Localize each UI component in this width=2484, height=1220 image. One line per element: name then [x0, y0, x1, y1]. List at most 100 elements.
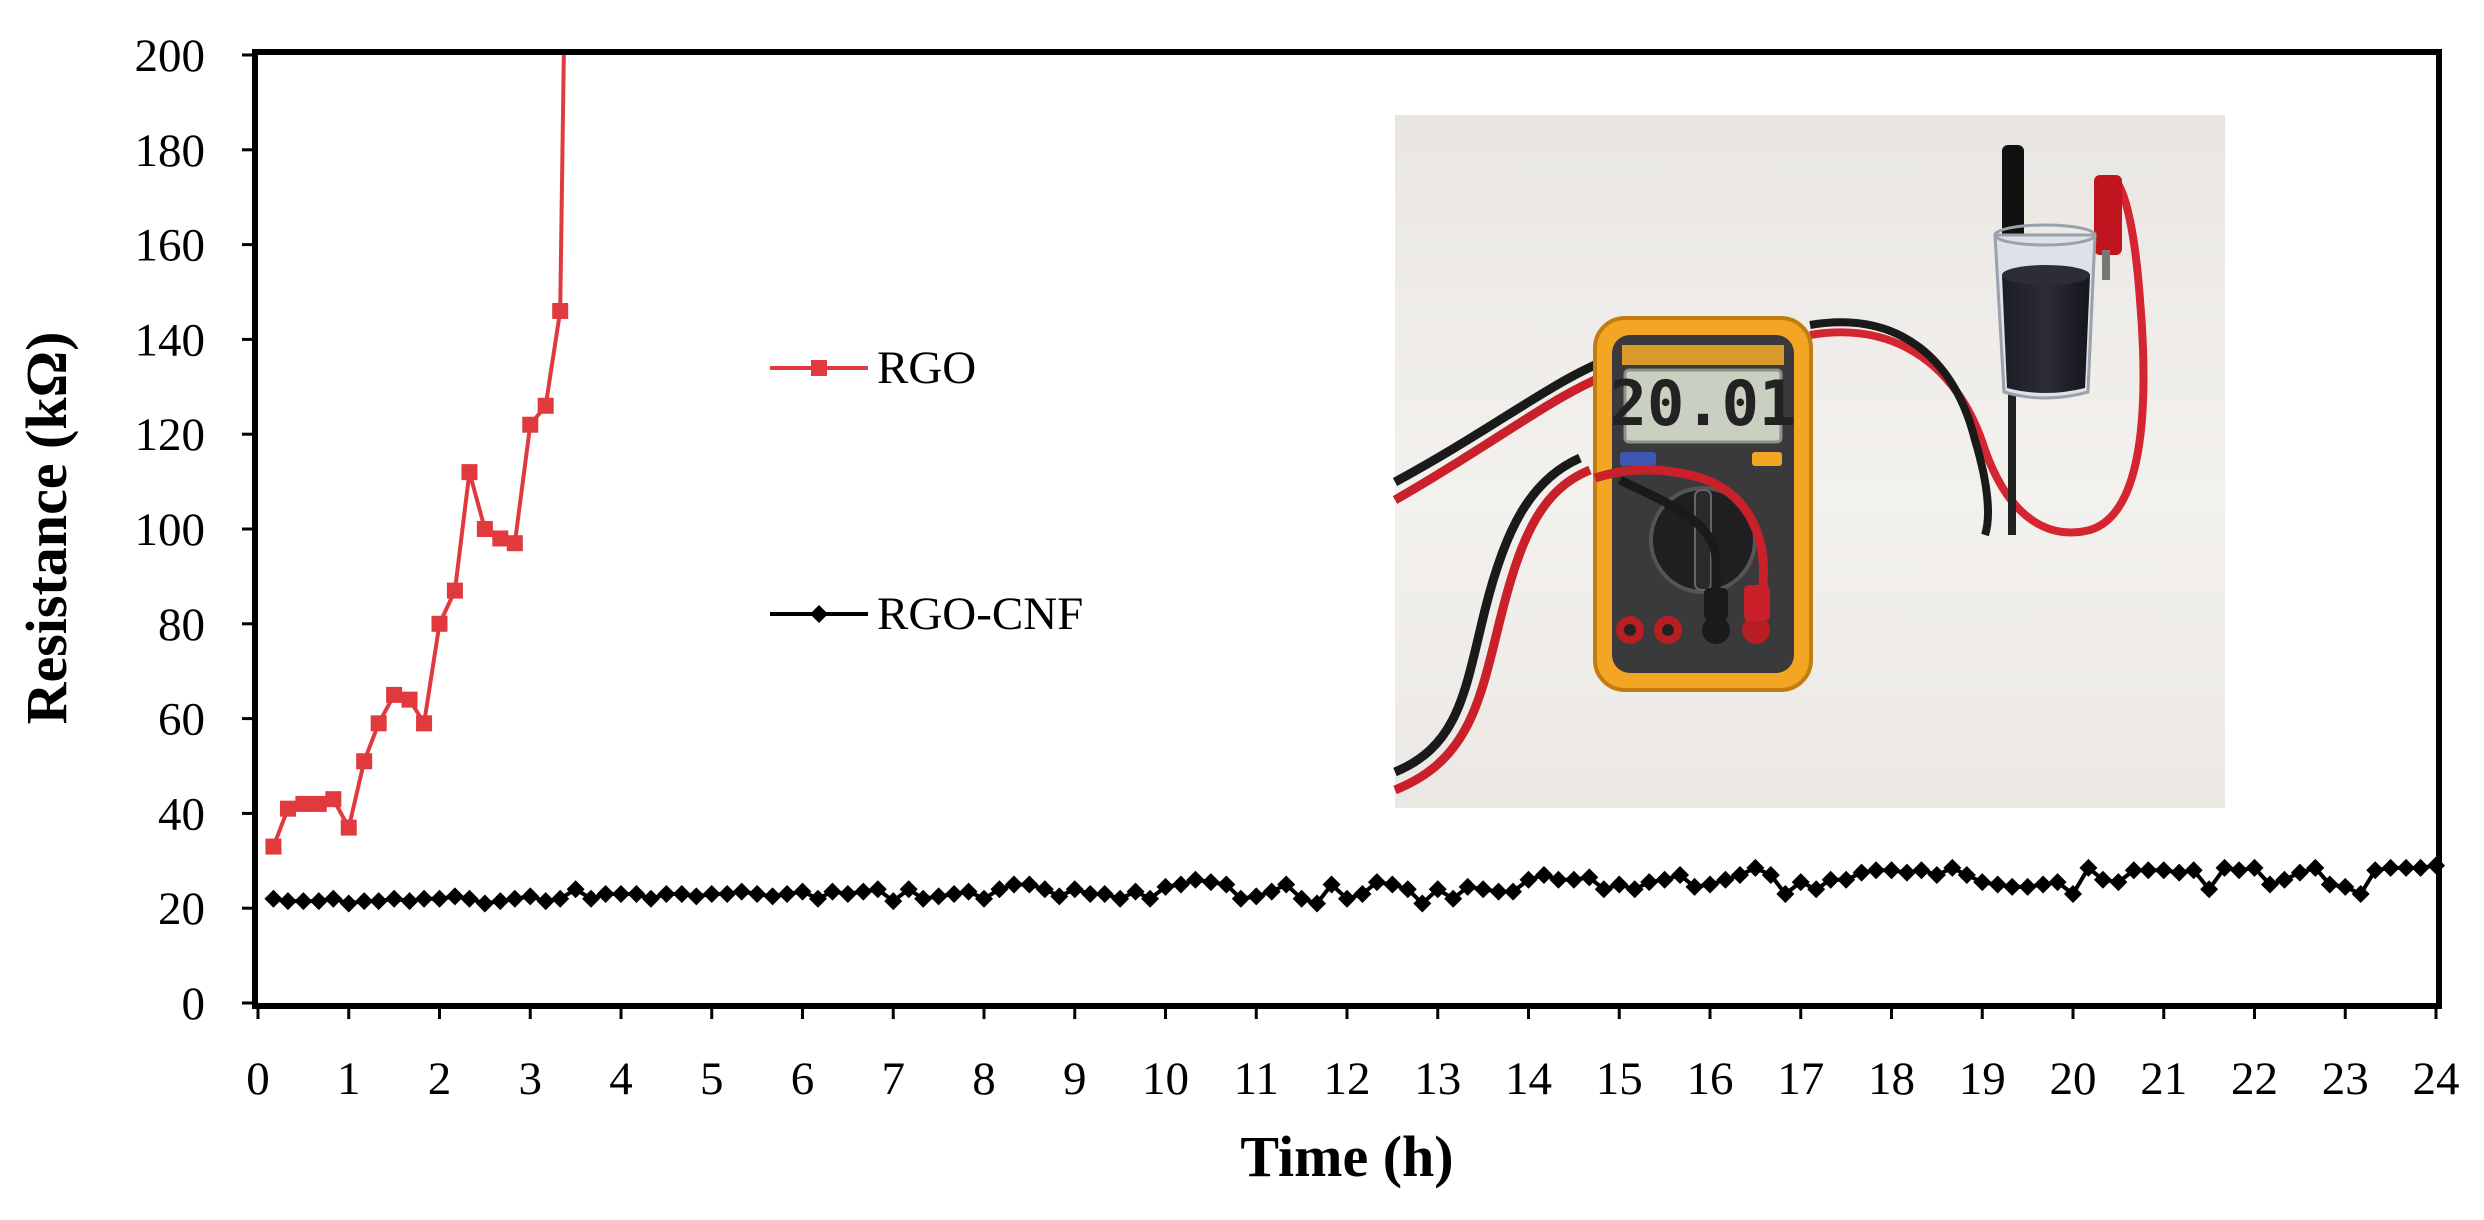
inset-photo: 20.01: [1392, 115, 2225, 808]
x-tick-label: 11: [1234, 1053, 1279, 1105]
data-point: [1338, 889, 1356, 908]
data-point: [2064, 884, 2082, 903]
x-tick-label: 19: [1959, 1053, 2006, 1105]
data-point: [1413, 894, 1432, 913]
x-tick-label: 23: [2322, 1053, 2369, 1105]
data-point: [1791, 873, 1810, 892]
data-point: [1594, 880, 1613, 899]
legend-label-rgo-cnf: RGO-CNF: [877, 588, 1083, 640]
data-point: [1292, 889, 1311, 908]
data-point: [582, 889, 601, 908]
data-point: [1580, 868, 1599, 887]
x-tick-label: 3: [519, 1053, 543, 1105]
data-point: [868, 880, 887, 899]
y-tick-label: 140: [135, 314, 206, 366]
data-point: [1988, 875, 2007, 894]
data-point: [854, 882, 873, 901]
data-point: [536, 892, 555, 911]
data-point: [884, 892, 903, 911]
x-tick-label: 1: [337, 1053, 361, 1105]
data-point: [309, 892, 328, 911]
data-point: [2093, 870, 2112, 889]
lcd-reading: 20.01: [1610, 367, 1797, 440]
x-tick-label: 6: [791, 1053, 815, 1105]
x-tick-label: 17: [1777, 1053, 1824, 1105]
data-point: [552, 302, 569, 319]
data-point: [1474, 880, 1493, 899]
data-point: [1882, 861, 1901, 880]
data-point: [2079, 858, 2098, 877]
data-point: [369, 892, 388, 911]
y-tick-label: 60: [158, 694, 205, 746]
x-tick-label: 18: [1868, 1053, 1915, 1105]
series-rgo-cnf: [264, 856, 2445, 913]
data-point: [1262, 882, 1281, 901]
data-point: [1837, 870, 1856, 889]
data-point: [2320, 875, 2339, 894]
x-tick-label: 24: [2413, 1053, 2460, 1105]
data-point: [325, 791, 342, 808]
x-tick-label: 7: [882, 1053, 906, 1105]
data-point: [1141, 889, 1160, 908]
data-point: [1701, 875, 1719, 894]
data-point: [279, 800, 296, 817]
data-point: [732, 882, 751, 901]
data-point: [460, 889, 479, 908]
data-point: [1186, 870, 1205, 889]
data-point: [1217, 875, 1236, 894]
data-point: [1489, 882, 1508, 901]
data-point: [1156, 877, 1175, 896]
y-tick-label: 120: [135, 409, 206, 461]
legend-item-rgo-cnf: RGO-CNF: [770, 588, 1083, 640]
data-point: [522, 416, 539, 433]
data-point: [1746, 858, 1765, 877]
data-point: [416, 715, 433, 732]
data-point: [1050, 887, 1069, 906]
data-point: [702, 884, 721, 903]
data-point: [975, 889, 993, 908]
data-point: [1428, 880, 1447, 899]
data-point: [899, 880, 918, 899]
data-point: [2336, 877, 2355, 896]
data-point: [1035, 880, 1054, 899]
data-point: [929, 887, 948, 906]
data-point: [2170, 863, 2189, 882]
data-point: [1685, 877, 1704, 896]
data-point: [551, 889, 570, 908]
legend-label-rgo: RGO: [877, 342, 976, 394]
data-point: [1761, 866, 1780, 885]
data-point: [1398, 880, 1417, 899]
data-point: [823, 882, 842, 901]
data-point: [2275, 870, 2294, 889]
data-point: [1081, 884, 1100, 903]
data-point: [1671, 866, 1690, 885]
data-point: [1458, 877, 1477, 896]
data-point: [1383, 875, 1402, 894]
data-point: [415, 889, 434, 908]
data-point: [310, 795, 327, 812]
legend-item-rgo: RGO: [770, 342, 976, 394]
data-point: [1640, 873, 1659, 892]
data-point: [793, 882, 812, 901]
data-point: [2003, 877, 2022, 896]
data-point: [2230, 861, 2249, 880]
data-point: [1912, 861, 1931, 880]
data-point: [2260, 875, 2279, 894]
data-point: [2124, 861, 2143, 880]
x-tick-label: 22: [2231, 1053, 2278, 1105]
data-point: [355, 892, 374, 911]
y-tick-label: 0: [182, 978, 206, 1030]
data-point: [505, 889, 524, 908]
data-point: [1807, 880, 1826, 899]
data-point: [566, 880, 585, 899]
data-point: [1277, 875, 1296, 894]
data-point: [400, 892, 419, 911]
data-point: [1231, 889, 1250, 908]
y-tick-label: 80: [158, 599, 205, 651]
data-point: [1111, 889, 1130, 908]
x-tick-label: 4: [609, 1053, 633, 1105]
data-point: [430, 889, 449, 908]
data-point: [1821, 870, 1840, 889]
data-point: [1504, 882, 1523, 901]
y-axis-title: Resistance (kΩ): [14, 332, 79, 725]
